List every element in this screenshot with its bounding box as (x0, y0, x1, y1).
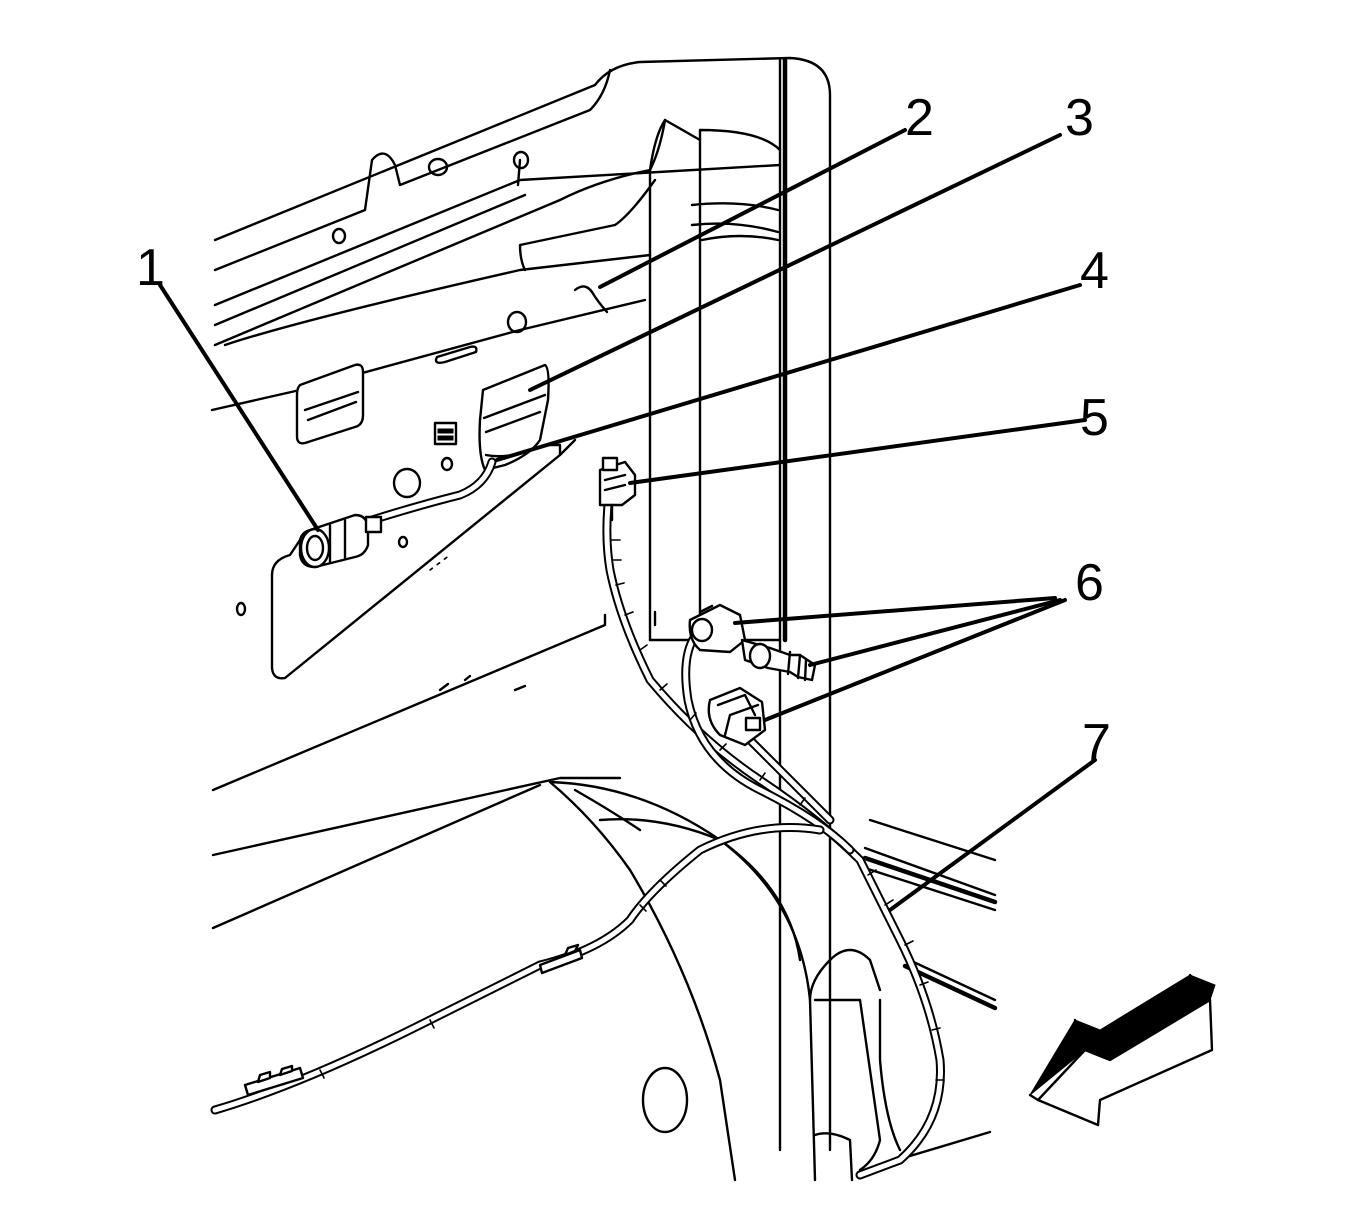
harness (210, 457, 945, 1180)
b-pillar (518, 118, 782, 642)
callout-5: 5 (1080, 389, 1109, 447)
callout-1: 1 (136, 239, 165, 297)
connector-5[interactable] (598, 456, 637, 522)
callout-3: 3 (1065, 89, 1094, 147)
callout-2: 2 (905, 89, 934, 147)
connectors-6[interactable] (688, 603, 817, 747)
harness-tape-marks (319, 539, 945, 1081)
callouts: 1 2 3 4 5 6 7 (136, 89, 1111, 772)
leader-lines (158, 128, 1097, 912)
inner-panel (210, 253, 652, 680)
callout-7: 7 (1082, 714, 1111, 772)
callout-6: 6 (1075, 554, 1104, 612)
roof-rail (213, 56, 832, 1152)
callout-4: 4 (1080, 242, 1109, 300)
front-direction-arrow-icon (1028, 973, 1216, 1127)
